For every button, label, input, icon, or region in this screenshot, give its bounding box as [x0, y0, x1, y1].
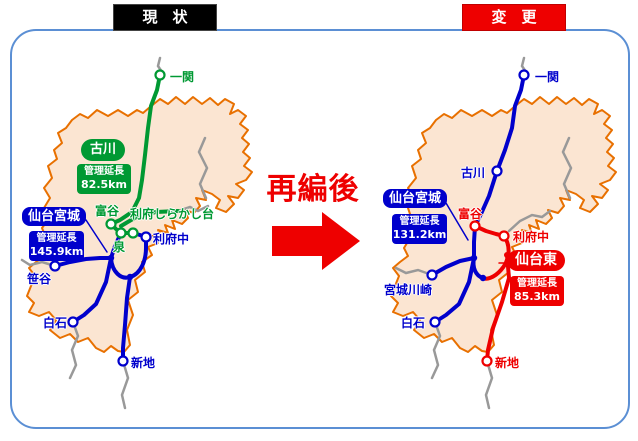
station-miyagi-kawasaki-right: 宮城川崎	[384, 283, 433, 297]
office-pill-sendai-higashi: 仙台東	[507, 250, 565, 271]
length-value: 145.9km	[29, 245, 84, 258]
ic-markers-right	[426, 69, 530, 367]
length-value: 85.3km	[514, 290, 560, 303]
length-label: 管理延長	[36, 233, 77, 244]
station-ichinoseki-left: 一関	[170, 70, 195, 84]
office-length-sendai-miyagi-right: 管理延長 131.2km	[392, 214, 447, 244]
office-length-sendai-higashi: 管理延長 85.3km	[510, 276, 564, 306]
station-tomiya-right: 富谷	[458, 207, 483, 221]
office-pill-sendai-miyagi-right: 仙台宮城	[383, 189, 447, 208]
ic-markers-left	[49, 69, 166, 367]
station-shinchi-left: 新地	[131, 356, 156, 370]
length-label: 管理延長	[517, 278, 557, 289]
station-sasaya-left: 笹谷	[27, 272, 52, 286]
length-value: 82.5km	[81, 178, 127, 191]
station-ichinoseki-right: 一関	[535, 70, 560, 84]
station-tomiya-left: 富谷	[95, 204, 120, 218]
office-length-sendai-miyagi-left: 管理延長 145.9km	[29, 231, 84, 261]
change-header: 変 更	[462, 4, 566, 31]
length-label: 管理延長	[399, 216, 440, 227]
right-map-group	[390, 56, 617, 410]
station-rifu-naka-right: 利府中	[513, 230, 550, 244]
station-shinchi-right: 新地	[495, 356, 520, 370]
office-pill-sendai-miyagi-left: 仙台宮城	[22, 207, 86, 226]
station-rifu-shirakashidai-left: 利府しらかし台	[130, 207, 215, 221]
length-label: 管理延長	[84, 166, 124, 177]
office-length-furukawa: 管理延長 82.5km	[77, 164, 131, 194]
reorganization-caption: 再編後	[266, 172, 360, 207]
length-value: 131.2km	[392, 228, 447, 241]
station-shiroishi-left: 白石	[43, 316, 68, 330]
transition-arrow-icon	[272, 212, 360, 270]
station-izumi-left: 泉	[113, 240, 126, 254]
office-pill-furukawa: 古川	[81, 139, 125, 161]
station-furukawa-right: 古川	[461, 166, 486, 180]
station-rifu-naka-left: 利府中	[153, 232, 190, 246]
current-state-header: 現 状	[113, 4, 217, 31]
station-shiroishi-right: 白石	[401, 316, 426, 330]
left-map-group	[20, 56, 253, 410]
